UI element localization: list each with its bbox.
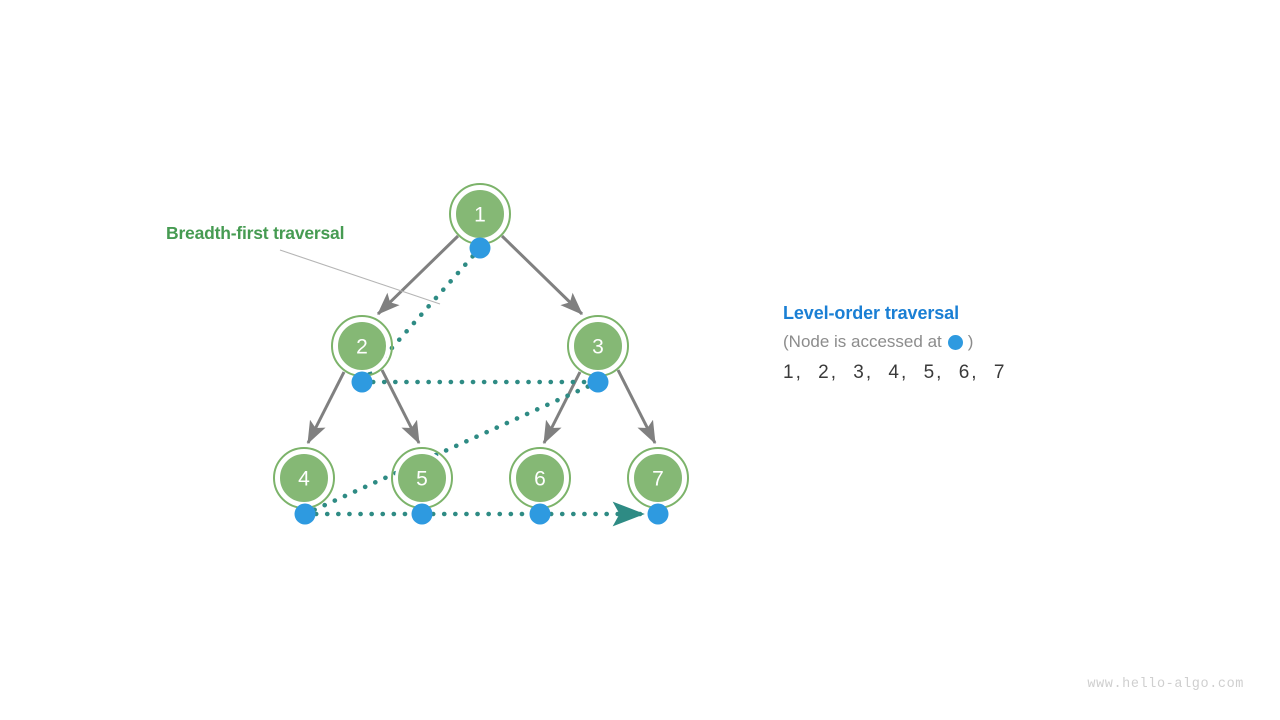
sequence-value-5: 5 [923,362,935,383]
sequence-value-2: 2 [818,362,829,383]
tree-node-4[interactable]: 4 [273,447,335,509]
edge-2-to-5 [380,369,421,445]
edge-2-to-4 [306,371,346,445]
sequence-value-3: 3 [853,362,864,383]
path-3-to-4 [302,379,601,517]
tree-node-7[interactable]: 7 [627,447,689,509]
sequence-separator: , [795,362,801,383]
legend-caption: (Node is accessed at ) [783,332,1203,352]
legend-panel: Level-order traversal (Node is accessed … [783,303,1203,384]
node-value: 7 [652,468,664,491]
sequence-separator: , [830,362,836,383]
visit-dot-node-2 [351,371,373,393]
sequence-value-7: 7 [993,362,1005,383]
traversal-sequence: 1, 2, 3, 4, 5, 6, 7 [783,362,1203,384]
tree-node-2[interactable]: 2 [331,315,393,377]
node-body [277,451,331,505]
sequence-value-4: 4 [888,362,899,383]
tree-node-6[interactable]: 6 [509,447,571,509]
node-value: 2 [356,336,368,359]
sequence-separator: , [971,362,977,383]
tree-node-1[interactable]: 1 [449,183,511,245]
tree-node-3[interactable]: 3 [567,315,629,377]
legend-caption-suffix: ) [967,332,974,351]
sequence-separator: , [865,362,872,383]
edge-3-to-7 [616,369,657,445]
breadth-first-traversal-label: Breadth-first traversal [166,223,345,243]
site-watermark: www.hello-algo.com [1087,677,1244,692]
node-value: 4 [298,468,310,491]
visit-dot-node-1 [469,237,491,259]
sequence-separator: , [936,362,942,383]
visit-dot-node-4 [294,503,316,525]
visit-dot-node-5 [411,503,433,525]
sequence-value-1: 1 [783,362,794,383]
edge-1-to-3 [500,234,584,316]
visit-dot-node-6 [529,503,551,525]
node-value: 5 [416,468,428,491]
legend-caption-prefix: (Node is accessed at [783,332,942,351]
node-value: 3 [592,336,604,359]
sequence-value-6: 6 [958,362,970,383]
callout-leader-line [279,249,441,305]
visit-dot-node-7 [647,503,669,525]
tree-node-5[interactable]: 5 [391,447,453,509]
visit-markers [294,237,669,525]
path-1-to-2 [359,245,483,385]
sequence-separator: , [901,362,907,383]
visit-dot-node-3 [587,371,609,393]
edge-1-to-2 [376,234,460,316]
blue-dot-icon [947,334,963,350]
traversal-path [302,245,646,527]
node-value: 6 [534,468,546,491]
node-value: 1 [474,204,486,227]
legend-heading: Level-order traversal [783,303,959,323]
